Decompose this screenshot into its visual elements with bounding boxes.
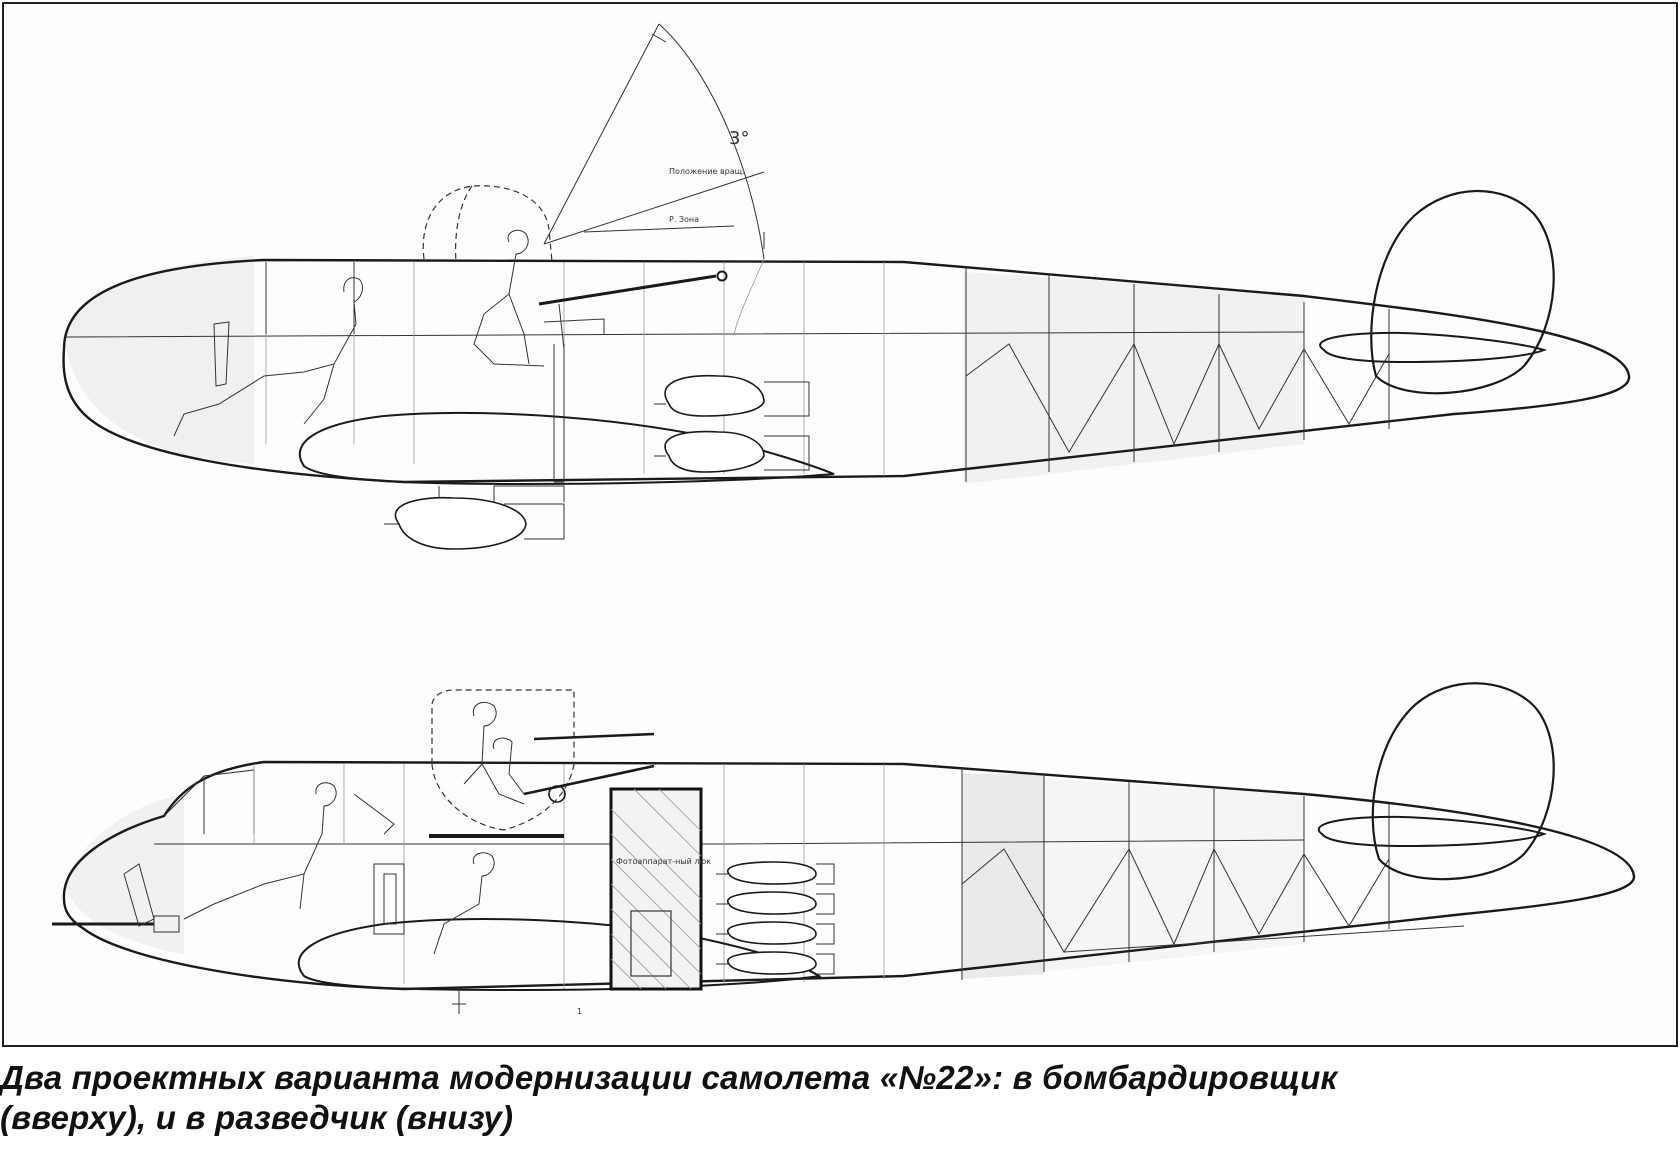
recon-crew-figure-1 <box>183 782 337 920</box>
bomber-gunner-figure <box>473 229 545 367</box>
camera-hatch-label: Фотоаппарат-ный люк <box>616 857 711 866</box>
bomber-fuselage <box>62 258 1631 484</box>
angle-label: 3° <box>729 128 749 149</box>
recon-tail-fin <box>1371 682 1555 881</box>
recon-bomb-rack <box>716 861 835 975</box>
zone-label: Р. Зона <box>669 215 699 224</box>
rotation-position-label: Положение вращ. <box>669 167 745 176</box>
bomber-turret <box>422 185 553 263</box>
figure-caption: Два проектных варианта модернизации само… <box>0 1058 1680 1138</box>
recon-gunner-figure <box>463 701 525 805</box>
caption-line-1: Два проектных варианта модернизации само… <box>0 1059 1338 1096</box>
bomber-pilot-figure <box>173 277 363 437</box>
bomber-external-bomb <box>384 485 565 550</box>
bomber-gun <box>538 274 717 306</box>
bomber-stabilizer <box>1319 331 1548 364</box>
recon-turret <box>431 689 575 764</box>
drawing-frame: 3° Положение вращ. Р. Зона <box>2 2 1678 1047</box>
bomber-wing-section <box>298 411 835 486</box>
caption-line-2: (вверху), и в разведчик (внизу) <box>0 1099 514 1136</box>
technical-drawing: 3° Положение вращ. Р. Зона <box>52 23 1636 1016</box>
bomber-bomb-bay <box>654 374 810 473</box>
recon-turret-gun-lower <box>523 764 655 796</box>
recon-view: Фотоаппарат-ный люк 1 <box>52 682 1636 1016</box>
small-mark: 1 <box>577 1007 582 1016</box>
recon-camera-hatch: Фотоаппарат-ный люк <box>609 787 711 991</box>
bomber-view: 3° Положение вращ. Р. Зона <box>62 23 1631 550</box>
recon-fuselage <box>62 760 1636 991</box>
recon-stabilizer <box>1318 815 1548 848</box>
recon-crew-figure-2 <box>433 852 495 955</box>
bomber-tail-fin <box>1370 189 1555 395</box>
recon-turret-gun-upper <box>533 732 655 741</box>
